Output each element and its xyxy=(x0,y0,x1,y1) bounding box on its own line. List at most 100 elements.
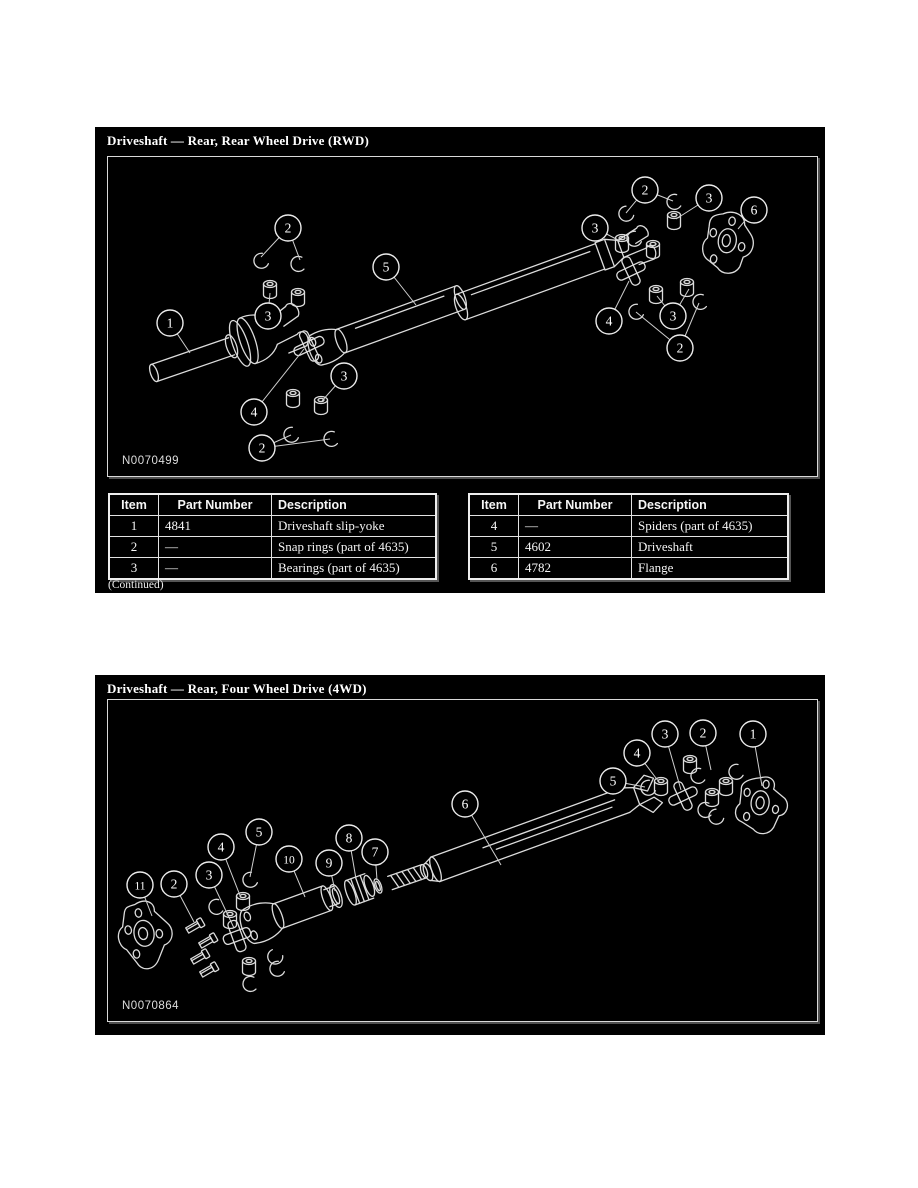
callout-circle xyxy=(695,184,723,212)
callout-number: 11 xyxy=(134,881,145,893)
callout-3: 3 xyxy=(581,214,621,242)
panel-driveshaft-4wd: Driveshaft — Rear, Four Wheel Drive (4WD… xyxy=(95,675,825,1035)
part-number-cell: 4841 xyxy=(158,515,272,537)
callout-number: 2 xyxy=(642,183,649,198)
driveshaft-tube-art xyxy=(422,774,664,883)
callout-3: 3 xyxy=(195,861,235,929)
snap-ring-icon xyxy=(253,252,339,448)
item-cell: 2 xyxy=(108,536,159,558)
callout-4: 4 xyxy=(595,280,630,335)
boot-art xyxy=(344,873,376,906)
callout-circle xyxy=(361,838,389,866)
callout-number: 3 xyxy=(206,868,213,883)
callout-number: 1 xyxy=(167,316,174,331)
callout-7: 7 xyxy=(361,838,389,881)
table-row: 4—Spiders (part of 4635) xyxy=(468,515,789,537)
callout-number: 8 xyxy=(346,831,353,846)
spider-icon xyxy=(222,919,252,953)
callout-circle xyxy=(623,739,651,767)
snap-ring-icon xyxy=(373,878,383,894)
item-cell: 3 xyxy=(108,557,159,580)
table-row: 3—Bearings (part of 4635) xyxy=(108,557,437,580)
callout-3: 3 xyxy=(656,288,690,330)
callout-circle xyxy=(207,833,235,861)
callout-number: 4 xyxy=(218,840,225,855)
flange-art xyxy=(734,776,789,835)
description-cell: Snap rings (part of 4635) xyxy=(271,536,437,558)
callout-2: 2 xyxy=(160,870,195,923)
continued-label: (Continued) xyxy=(108,579,164,591)
callout-circle xyxy=(599,767,627,795)
callout-number: 4 xyxy=(634,746,641,761)
part-number-cell: 4782 xyxy=(518,557,632,580)
column-header: Part Number xyxy=(158,493,272,516)
callout-4: 4 xyxy=(207,833,242,899)
callout-circle xyxy=(581,214,609,242)
callout-circle xyxy=(248,434,276,462)
callout-5: 5 xyxy=(245,818,273,878)
callout-number: 4 xyxy=(251,405,258,420)
slip-yoke-art xyxy=(239,885,340,945)
flange-art xyxy=(117,900,173,970)
callout-number: 3 xyxy=(706,191,713,206)
column-header: Item xyxy=(468,493,519,516)
item-cell: 1 xyxy=(108,515,159,537)
spider-icon xyxy=(668,781,698,811)
column-header: Item xyxy=(108,493,159,516)
callout-number: 2 xyxy=(171,877,178,892)
callout-number: 5 xyxy=(383,260,390,275)
callout-number: 4 xyxy=(606,314,613,329)
callout-circle xyxy=(160,870,188,898)
callout-circle xyxy=(740,196,768,224)
callout-circle xyxy=(651,720,679,748)
part-number-cell: — xyxy=(158,557,272,580)
callout-circle xyxy=(659,302,687,330)
bearing-cup-icon xyxy=(653,754,734,808)
panel-driveshaft-rwd: Driveshaft — Rear, Rear Wheel Drive (RWD… xyxy=(95,127,825,593)
callout-circle xyxy=(245,818,273,846)
callout-number: 6 xyxy=(751,203,758,218)
spider-icon xyxy=(616,256,646,286)
callout-circle xyxy=(195,861,223,889)
panel-title-4wd: Driveshaft — Rear, Four Wheel Drive (4WD… xyxy=(107,681,367,696)
figure-label-4wd: N0070864 xyxy=(122,1000,180,1012)
callout-5: 5 xyxy=(372,253,417,306)
callout-circle xyxy=(274,214,302,242)
callout-circle xyxy=(666,334,694,362)
snap-ring-icon xyxy=(618,193,708,320)
callout-3: 3 xyxy=(321,362,358,402)
callout-2: 2 xyxy=(260,214,302,261)
bearing-cup-icon xyxy=(222,891,257,977)
item-cell: 5 xyxy=(468,536,519,558)
callout-number: 3 xyxy=(592,221,599,236)
part-number-cell: — xyxy=(158,536,272,558)
callout-number: 9 xyxy=(326,856,333,871)
item-cell: 4 xyxy=(468,515,519,537)
table-row: 2—Snap rings (part of 4635) xyxy=(108,536,437,558)
callout-circle xyxy=(595,307,623,335)
callout-circle xyxy=(275,845,303,873)
callout-circle xyxy=(739,720,767,748)
flange-art xyxy=(701,211,754,274)
callout-8: 8 xyxy=(335,824,363,880)
callout-number: 5 xyxy=(256,825,263,840)
callout-3: 3 xyxy=(254,292,282,330)
callout-5: 5 xyxy=(599,767,646,795)
callout-2: 2 xyxy=(248,434,331,462)
callout-3: 3 xyxy=(651,720,682,791)
description-cell: Spiders (part of 4635) xyxy=(631,515,789,537)
callout-circle xyxy=(689,719,717,747)
callout-circle xyxy=(335,824,363,852)
description-cell: Driveshaft slip-yoke xyxy=(271,515,437,537)
seal-ring-icon xyxy=(329,883,343,909)
callout-9: 9 xyxy=(315,849,343,892)
callout-number: 3 xyxy=(341,369,348,384)
